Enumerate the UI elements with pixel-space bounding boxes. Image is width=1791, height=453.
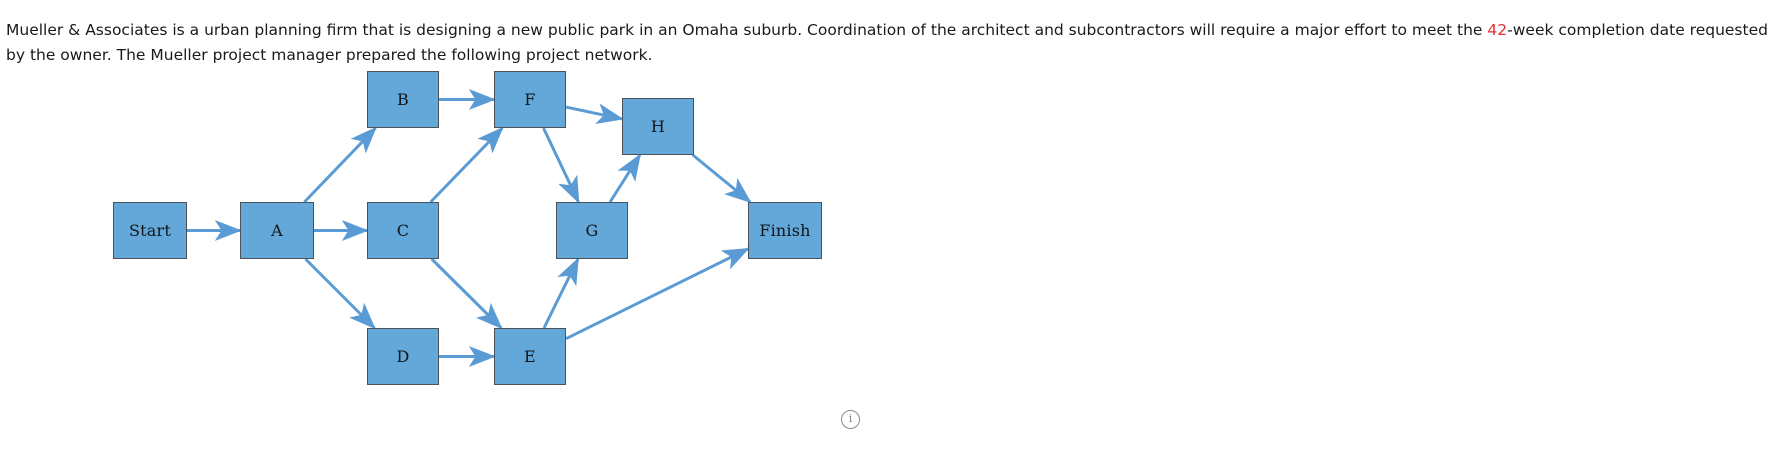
network-node-label: H — [650, 117, 666, 136]
network-node-label: F — [524, 90, 536, 109]
network-node-d: D — [367, 328, 439, 385]
highlighted-duration: 42 — [1487, 20, 1508, 39]
network-edge-h-finish — [691, 153, 752, 204]
network-edges — [187, 89, 752, 367]
network-node-b: B — [367, 71, 439, 128]
network-node-label: D — [396, 347, 410, 366]
network-node-label: A — [271, 221, 283, 240]
network-node-finish: Finish — [748, 202, 822, 259]
problem-text-before: Mueller & Associates is a urban planning… — [6, 20, 1488, 39]
network-node-label: E — [524, 347, 536, 366]
network-edge-c-e — [430, 257, 503, 330]
network-node-f: F — [494, 71, 566, 128]
network-node-g: G — [556, 202, 628, 259]
network-node-start: Start — [113, 202, 187, 259]
network-node-label: B — [397, 90, 409, 109]
network-edge-f-g — [542, 127, 580, 204]
network-node-label: Finish — [759, 221, 811, 240]
network-node-label: Start — [128, 221, 171, 240]
network-node-a: A — [240, 202, 314, 259]
network-node-c: C — [367, 202, 439, 259]
network-edge-g-h — [608, 153, 642, 203]
network-edge-a-d — [304, 257, 376, 330]
project-network-diagram: Start A C B F H G D E Finish — [0, 50, 1791, 453]
network-edge-e-g — [542, 257, 580, 329]
problem-statement: Mueller & Associates is a urban planning… — [6, 18, 1786, 68]
network-edge-e-finish — [565, 247, 750, 341]
network-edge-f-h — [565, 103, 624, 124]
problem-text-after: -week completion date requested by the o… — [6, 20, 1768, 64]
network-node-h: H — [622, 98, 694, 155]
network-node-label: C — [396, 221, 410, 240]
network-edge-c-f — [429, 126, 504, 204]
network-node-e: E — [494, 328, 566, 385]
network-edge-a-b — [303, 126, 377, 204]
info-icon[interactable]: i — [841, 410, 860, 429]
network-node-label: G — [585, 221, 599, 240]
